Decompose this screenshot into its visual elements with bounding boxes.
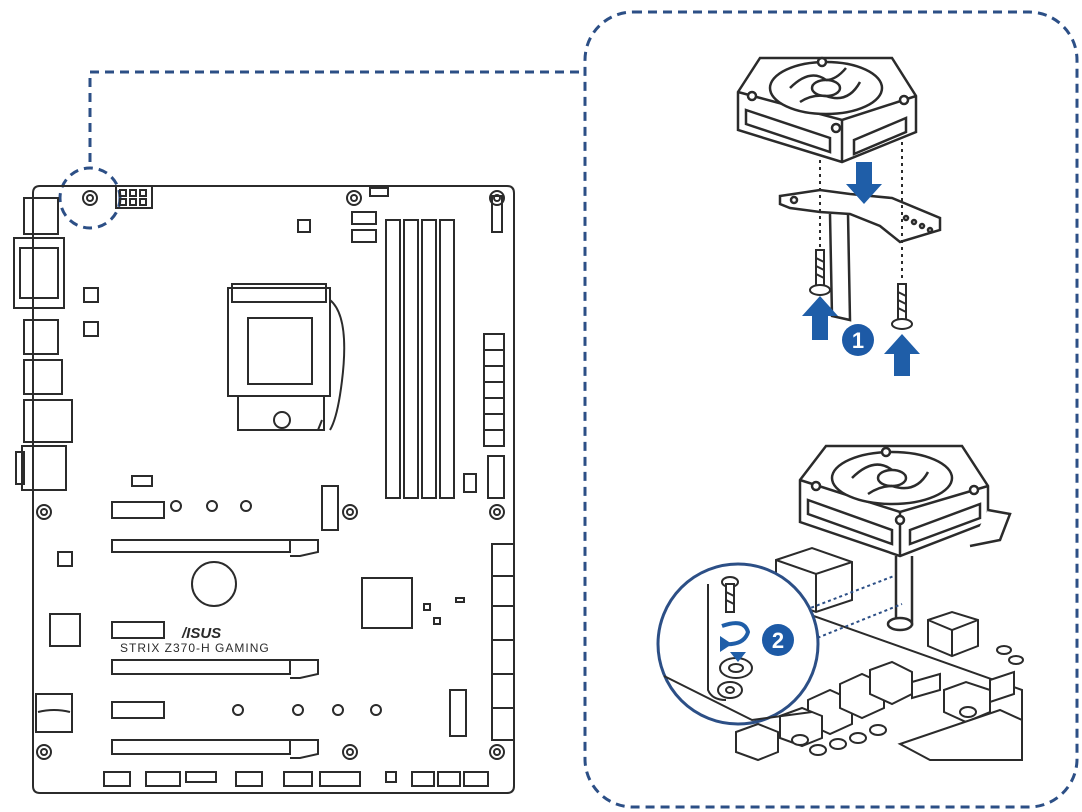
sata-ports [491, 543, 515, 741]
step-1-badge [842, 324, 874, 356]
arrow-down-icon [846, 162, 882, 204]
detail-magnifier [656, 562, 820, 726]
arrow-down-small-icon [730, 652, 746, 662]
motherboard [13, 185, 515, 794]
board-model-label: STRIX Z370-H GAMING [120, 641, 270, 655]
screw-right [891, 283, 913, 330]
projection-lines [799, 575, 903, 641]
board-brand-logo: /ISUS [181, 625, 221, 642]
rotate-arrow-icon [721, 621, 751, 647]
screw-left [809, 249, 831, 296]
fan-assembly-top [736, 56, 942, 322]
chipset [361, 577, 413, 629]
arrow-up-icon [802, 296, 838, 340]
fan-header-circled [115, 185, 153, 209]
cmos-battery [191, 561, 237, 607]
pcie-slots [111, 475, 319, 759]
atx-power-connector [463, 195, 505, 499]
step-2-number: 2 [772, 628, 784, 653]
rear-io-ports [13, 197, 73, 491]
bottom-headers [103, 771, 489, 787]
cpu-socket [227, 283, 346, 431]
arrow-up-icon [884, 334, 920, 376]
step-1-number: 1 [852, 328, 864, 353]
rotate-arrow-head-icon [720, 636, 732, 652]
mounting-holes [36, 190, 505, 760]
alignment-guides [819, 142, 903, 282]
step-2-badge [762, 624, 794, 656]
dimm-slots [351, 187, 455, 499]
installed-fan-assembly [798, 444, 1012, 632]
